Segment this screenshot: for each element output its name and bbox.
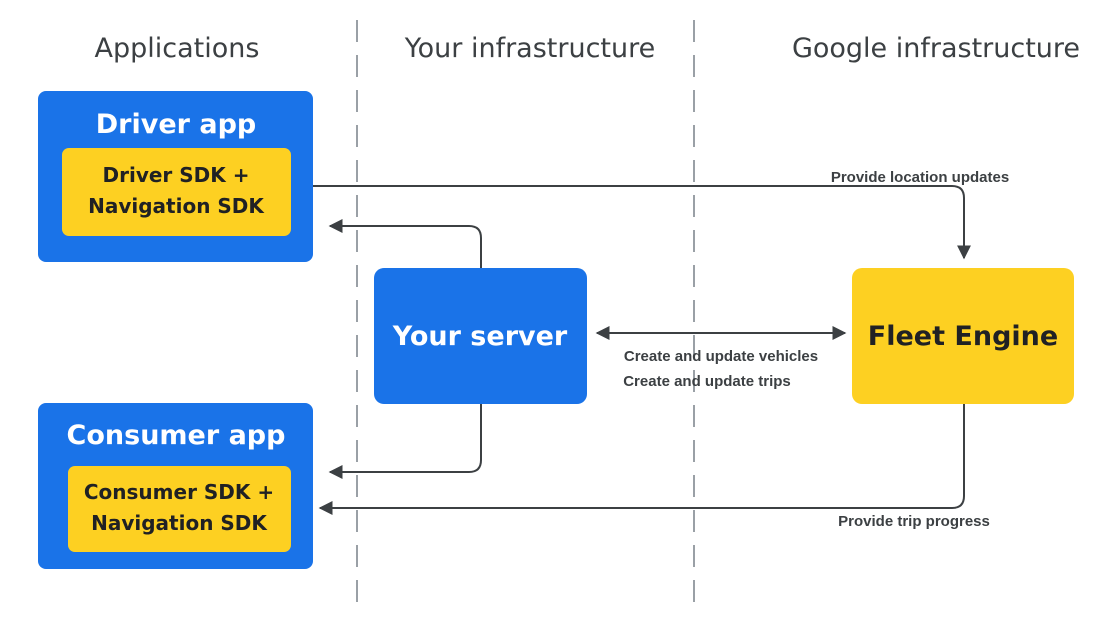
edge-driver-to-fleet-engine bbox=[300, 185, 971, 260]
fleet-engine-title: Fleet Engine bbox=[868, 321, 1058, 352]
edge-label-location-updates: Provide location updates bbox=[831, 169, 1009, 186]
node-your-server[interactable]: Your server bbox=[374, 268, 587, 404]
your-server-title: Your server bbox=[392, 321, 568, 352]
edge-server-to-driver-app bbox=[328, 219, 482, 268]
consumer-sdk-label-line2: Navigation SDK bbox=[91, 511, 268, 535]
edge-label-create-update-trips: Create and update trips bbox=[623, 373, 791, 390]
driver-sdk-box bbox=[62, 148, 291, 236]
your-server-box bbox=[374, 268, 587, 404]
consumer-sdk-label-line1: Consumer SDK + bbox=[84, 480, 274, 504]
edge-server-to-consumer-app bbox=[328, 404, 482, 479]
consumer-app-title: Consumer app bbox=[67, 420, 286, 451]
node-consumer-app[interactable]: Consumer app Consumer SDK + Navigation S… bbox=[38, 403, 313, 569]
driver-sdk-label-line2: Navigation SDK bbox=[88, 194, 265, 218]
node-driver-app[interactable]: Driver app Driver SDK + Navigation SDK bbox=[38, 91, 313, 262]
zone-header-google-infrastructure: Google infrastructure bbox=[792, 33, 1080, 64]
edge-fleet-engine-to-consumer-app bbox=[318, 404, 965, 515]
node-fleet-engine[interactable]: Fleet Engine bbox=[852, 268, 1074, 404]
consumer-sdk-box bbox=[68, 466, 291, 552]
edge-label-create-update-vehicles: Create and update vehicles bbox=[624, 348, 818, 365]
edge-label-trip-progress: Provide trip progress bbox=[838, 513, 990, 530]
driver-app-title: Driver app bbox=[96, 109, 256, 140]
zone-header-applications: Applications bbox=[95, 33, 260, 64]
driver-sdk-label-line1: Driver SDK + bbox=[103, 163, 250, 187]
zone-header-your-infrastructure: Your infrastructure bbox=[404, 33, 656, 64]
fleet-engine-box bbox=[852, 268, 1074, 404]
